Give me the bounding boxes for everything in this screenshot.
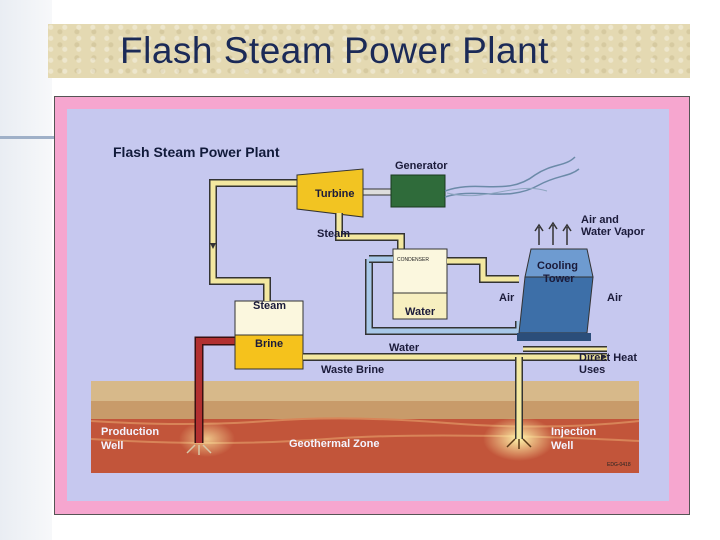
figure-inner: Flash Steam Power Plant	[67, 109, 669, 501]
flow-arrow-icon	[601, 354, 607, 360]
label-air-right: Air	[607, 292, 623, 304]
cooling-tower-basin	[517, 333, 591, 341]
cooling-supply-pipe	[447, 258, 519, 282]
left-rail	[0, 0, 52, 540]
label-water-return: Water	[389, 342, 420, 354]
power-line	[446, 187, 548, 197]
label-injection-well-2: Well	[551, 440, 573, 452]
title-bar	[48, 24, 690, 78]
production-well-pipe	[196, 338, 235, 443]
separator-brine-chamber	[234, 334, 304, 370]
topsoil-layer	[91, 381, 639, 401]
label-air-water-vapor-2: Water Vapor	[581, 226, 645, 238]
label-condenser-water: Water	[405, 306, 436, 318]
power-line	[444, 168, 580, 198]
generator	[390, 174, 446, 208]
separator-steam-chamber	[234, 300, 304, 336]
injection-roots	[506, 438, 532, 449]
vapor-arrow-icon	[562, 223, 572, 245]
condenser-water-section	[392, 292, 448, 320]
diagram-title: Flash Steam Power Plant	[113, 144, 280, 160]
label-geothermal-zone: Geothermal Zone	[289, 438, 379, 450]
vapor-arrow-icon	[534, 223, 544, 245]
label-waste-brine: Waste Brine	[321, 364, 384, 376]
steam-pipe	[210, 180, 297, 301]
label-injection-well-1: Injection	[551, 426, 597, 438]
figure-frame: Flash Steam Power Plant	[54, 96, 690, 515]
condenser-steam-section	[392, 248, 448, 294]
label-production-well-2: Well	[101, 440, 123, 452]
flow-arrow-icon	[210, 243, 216, 249]
label-turbine: Turbine	[315, 188, 355, 200]
exhaust-steam-pipe	[336, 213, 404, 249]
label-direct-heat-1: Direct Heat	[579, 352, 637, 364]
label-air-water-vapor-1: Air and	[581, 214, 619, 226]
production-roots	[186, 444, 212, 455]
subsoil-layer	[91, 401, 639, 419]
power-line	[444, 156, 576, 192]
slide-title: Flash Steam Power Plant	[120, 30, 549, 71]
condenser-tag: CONDENSER	[397, 257, 429, 263]
label-generator: Generator	[395, 160, 448, 172]
figure-code: EDG-0418	[607, 462, 631, 468]
cooling-tower-body	[518, 276, 594, 334]
rail-stripe	[0, 136, 54, 139]
vapor-arrow-icon	[548, 221, 558, 245]
label-steam-pipe: Steam	[317, 228, 350, 240]
cooling-return-pipe	[366, 259, 522, 334]
label-production-well-1: Production	[101, 426, 159, 438]
label-direct-heat-2: Uses	[579, 364, 605, 376]
label-cooling-tower-1: Cooling	[537, 260, 578, 272]
label-separator-brine: Brine	[255, 338, 283, 350]
label-cooling-tower-2: Tower	[543, 273, 575, 285]
turbine	[296, 168, 364, 218]
turbine-shaft	[362, 188, 392, 196]
label-separator-steam: Steam	[253, 300, 286, 312]
label-air-left: Air	[499, 292, 515, 304]
flash-steam-diagram: Flash Steam Power Plant	[90, 144, 645, 473]
